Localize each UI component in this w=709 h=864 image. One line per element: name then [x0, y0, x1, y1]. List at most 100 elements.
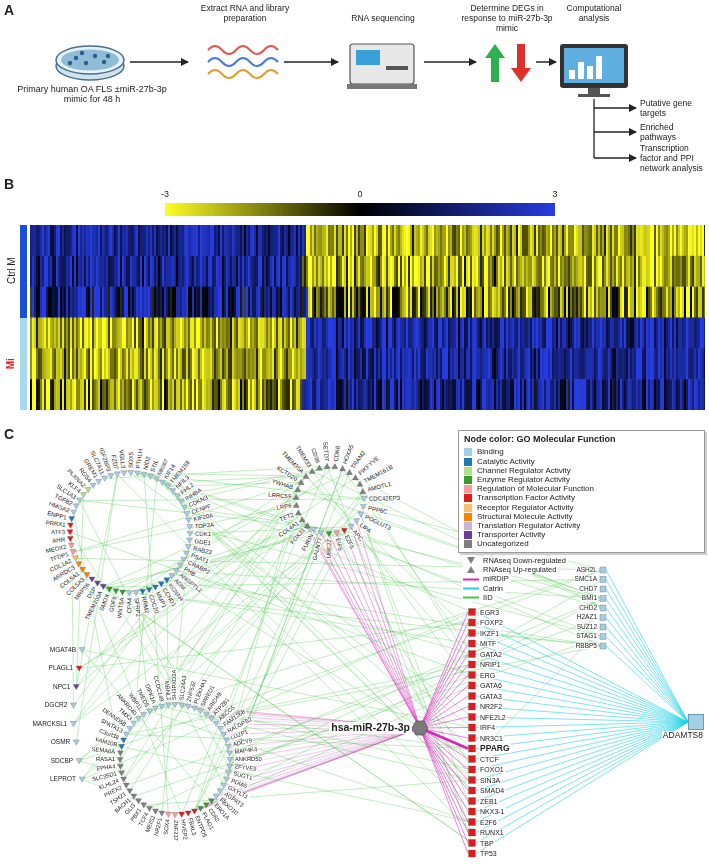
gene-label: SOX4: [163, 818, 171, 836]
network-edge: [302, 520, 420, 728]
legend-row: Enzyme Regulator Activity: [464, 475, 699, 484]
gene-label: GATA6: [479, 682, 503, 689]
legend-row: Receptor Regulator Activity: [464, 503, 699, 512]
legend-symbol: [462, 565, 480, 574]
network-edge: [73, 566, 180, 724]
gene-label: PLAGL1: [48, 665, 75, 672]
gene-label: EGR3: [479, 609, 500, 616]
network-edge: [420, 728, 468, 822]
gene-marker: [159, 704, 165, 709]
gene-label: RASA1: [95, 757, 116, 763]
gene-marker: [357, 481, 363, 486]
network-edge: [606, 570, 688, 722]
legend-text: IID: [483, 594, 493, 602]
gene-label: E2F6: [479, 819, 498, 826]
flow-arrow: [536, 61, 556, 63]
network-edge: [230, 728, 420, 767]
gene-marker: [469, 693, 476, 700]
gene-marker: [208, 716, 214, 721]
legend-row: IID: [462, 593, 495, 602]
gene-label: UBE2Z: [325, 538, 332, 560]
legend-text: RNAseq Up-regulated: [483, 566, 556, 574]
legend-row: miRDIP: [462, 574, 511, 583]
gene-label: SDCBP: [50, 758, 74, 765]
step-label: Computational analysis: [562, 4, 626, 24]
gene-marker: [227, 758, 233, 763]
network-edge: [149, 570, 603, 711]
gene-label: IKZF1: [479, 630, 500, 637]
network-edge: [151, 477, 472, 612]
gene-marker: [311, 527, 317, 532]
gene-marker: [76, 666, 82, 671]
legend-symbol: [462, 584, 480, 593]
network-edge: [74, 512, 127, 785]
network-edge: [476, 722, 688, 812]
gene-marker: [117, 764, 123, 769]
network-edge: [476, 675, 688, 722]
gene-marker: [73, 740, 79, 745]
flow-arrow: [424, 61, 476, 63]
gene-marker: [469, 745, 476, 752]
gene-marker: [146, 806, 152, 811]
legend-row: Catrin: [462, 584, 505, 593]
network-edge: [76, 466, 335, 687]
gene-label: SOX5: [128, 451, 134, 469]
network-edge: [321, 533, 420, 728]
gene-marker: [340, 466, 346, 471]
network-edge: [476, 665, 688, 723]
network-edge: [129, 593, 603, 646]
legend-symbol: [462, 575, 480, 584]
legend-line-sample: [463, 597, 479, 599]
network-edge: [329, 534, 420, 728]
panel-letter: C: [4, 426, 14, 442]
gene-marker: [469, 619, 476, 626]
network-edge: [476, 722, 688, 780]
gene-marker: [217, 726, 223, 731]
dish-medium: [61, 50, 119, 71]
gene-label: HIVEP2: [179, 818, 187, 841]
gene-marker: [174, 494, 180, 499]
legend-triangle-up: [467, 566, 475, 573]
network-edge: [126, 734, 472, 748]
gene-label: MITF: [479, 640, 497, 647]
sequencer-body: [350, 44, 414, 84]
network-edge: [420, 686, 468, 729]
gene-label: SFRP2: [133, 596, 141, 618]
gene-marker: [126, 590, 132, 595]
gene-marker: [469, 672, 476, 679]
legend-text: Translation Regulator Activity: [477, 522, 580, 530]
gene-marker: [352, 475, 358, 480]
gene-marker: [121, 471, 127, 476]
gene-marker: [133, 590, 139, 595]
output-label: Putative gene targets: [640, 99, 706, 119]
network-edge: [195, 491, 363, 811]
gene-marker: [469, 850, 476, 857]
hexagon-shape: [412, 720, 428, 736]
gene-marker: [89, 577, 95, 582]
gene-label: OSMR: [50, 739, 72, 746]
gene-marker: [85, 488, 91, 493]
network-edge: [129, 593, 229, 767]
gene-marker: [152, 706, 158, 711]
network-edge: [103, 472, 349, 587]
network-edge: [79, 525, 307, 668]
sequencer-screen: [356, 50, 380, 65]
gene-label: ASH2L: [575, 567, 598, 574]
gene-label: AHR: [51, 536, 66, 543]
scale-tick: -3: [150, 189, 180, 199]
mirna-label: hsa-miR-27b-3p: [329, 722, 412, 734]
network-edge: [476, 717, 688, 722]
gene-marker: [141, 712, 147, 717]
step-label: Primary human OA FLS ±miR-27b-3p mimic f…: [12, 84, 172, 105]
gene-marker: [600, 577, 606, 583]
legend-text: miRDIP: [483, 575, 509, 583]
gene-marker: [127, 726, 133, 731]
network-edge: [606, 580, 688, 723]
gene-label: ZNF217: [172, 819, 178, 842]
network-edge: [124, 491, 363, 779]
gene-label: RUNX1: [479, 829, 505, 836]
gene-marker: [128, 471, 134, 476]
gene-marker: [84, 572, 90, 577]
screen-bar: [587, 66, 593, 79]
network-edge: [476, 707, 688, 723]
